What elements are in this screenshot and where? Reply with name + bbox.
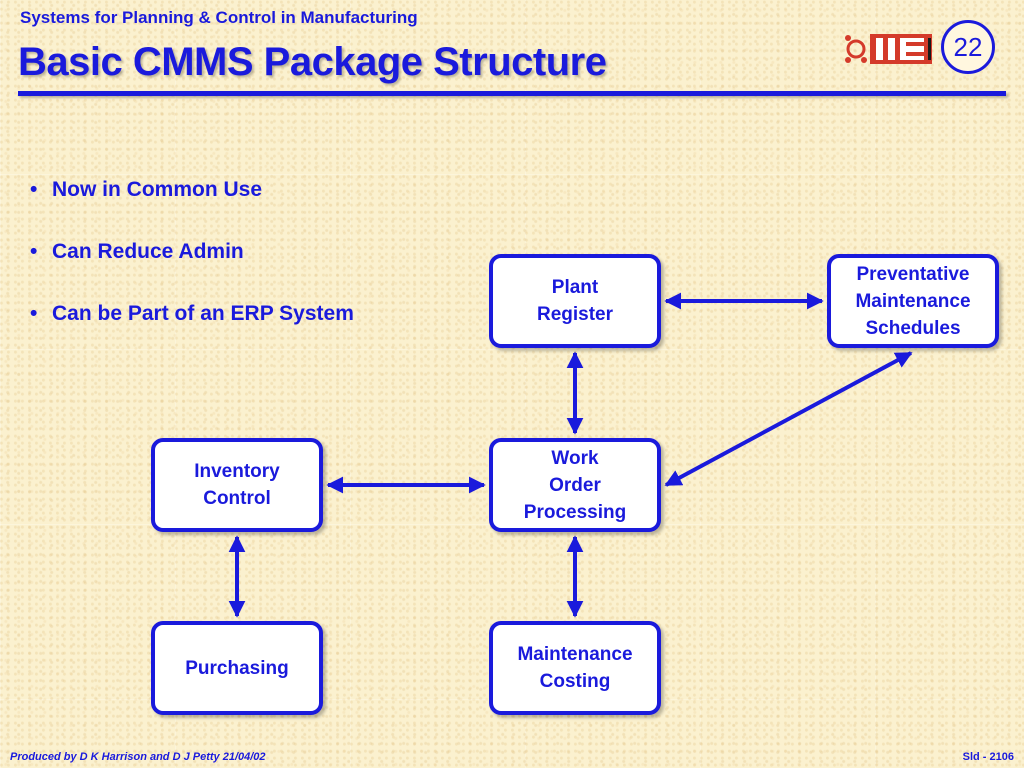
- footer-slide-ref: Sld - 2106: [962, 751, 1014, 763]
- bullet-item: • Can Reduce Admin: [30, 240, 354, 302]
- supertitle: Systems for Planning & Control in Manufa…: [20, 8, 418, 27]
- bullet-text: Can be Part of an ERP System: [52, 302, 354, 325]
- gear-icon: [845, 35, 867, 63]
- slide-number-badge: 22: [941, 20, 995, 74]
- connector-pm_schedules-work_order: [664, 351, 913, 487]
- bullet-dot-icon: •: [30, 178, 38, 201]
- bullet-item: • Now in Common Use: [30, 178, 354, 240]
- node-work-order-processing: Work Order Processing: [489, 438, 661, 532]
- bullet-text: Can Reduce Admin: [52, 240, 244, 263]
- footer-credit: Produced by D K Harrison and D J Petty 2…: [10, 751, 266, 763]
- bullet-text: Now in Common Use: [52, 178, 263, 201]
- bullet-item: • Can be Part of an ERP System: [30, 302, 354, 364]
- bullet-list: • Now in Common Use • Can Reduce Admin • Ca…: [30, 178, 354, 364]
- bullet-dot-icon: •: [30, 240, 38, 263]
- node-maintenance-costing: Maintenance Costing: [489, 621, 661, 715]
- bullet-dot-icon: •: [30, 302, 38, 325]
- node-preventative-maintenance-schedules: Preventative Maintenance Schedules: [827, 254, 999, 348]
- iie-logo: [845, 34, 932, 64]
- node-inventory-control: Inventory Control: [151, 438, 323, 532]
- page-title: Basic CMMS Package Structure: [18, 40, 607, 84]
- node-plant-register: Plant Register: [489, 254, 661, 348]
- node-purchasing: Purchasing: [151, 621, 323, 715]
- title-underline: [18, 91, 1006, 96]
